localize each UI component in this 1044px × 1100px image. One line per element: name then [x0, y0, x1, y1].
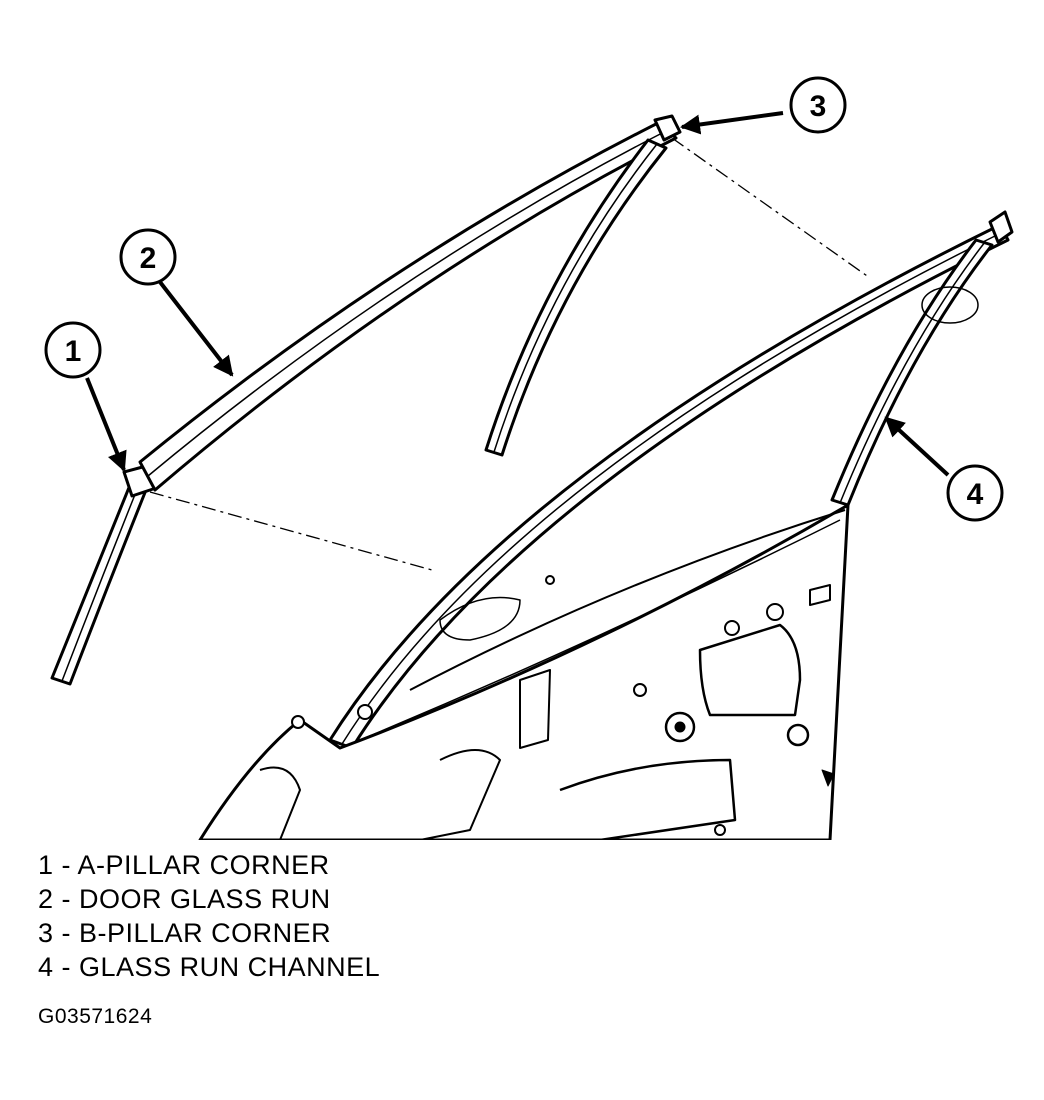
door-frame: [328, 210, 1014, 750]
legend-item-4: 4 - GLASS RUN CHANNEL: [38, 950, 380, 984]
legend-number: 2: [38, 884, 54, 914]
legend-label: GLASS RUN CHANNEL: [79, 952, 381, 982]
a-pillar-corner-part: [50, 463, 158, 686]
callout-4: 4: [946, 464, 1004, 522]
door-inner-panel: [198, 503, 850, 840]
callout-1-number: 1: [65, 335, 82, 368]
legend-label: B-PILLAR CORNER: [79, 918, 332, 948]
leader-arrow-3: [680, 111, 784, 135]
leader-arrows: [85, 111, 950, 477]
legend-number: 1: [38, 850, 54, 880]
parts-legend: 1 - A-PILLAR CORNER 2 - DOOR GLASS RUN 3…: [38, 848, 380, 984]
alignment-line-a: [149, 491, 433, 571]
leader-arrow-4: [884, 416, 950, 477]
leader-arrow-1: [85, 377, 127, 472]
door-glass-run-part: [138, 114, 682, 492]
callout-3: 3: [789, 76, 847, 134]
legend-label: DOOR GLASS RUN: [79, 884, 331, 914]
callout-2-number: 2: [140, 242, 157, 275]
legend-item-2: 2 - DOOR GLASS RUN: [38, 882, 380, 916]
callout-1: 1: [44, 321, 102, 379]
callout-4-circle: [946, 464, 1004, 522]
leader-arrow-2: [158, 280, 234, 377]
b-pillar-corner-part: [484, 138, 668, 457]
legend-number: 4: [38, 952, 54, 982]
callout-3-circle: [789, 76, 847, 134]
alignment-lines: [149, 137, 871, 571]
callout-3-number: 3: [810, 90, 827, 123]
legend-separator: -: [53, 952, 80, 982]
callout-2-circle: [119, 228, 177, 286]
legend-number: 3: [38, 918, 54, 948]
figure-id: G03571624: [38, 1005, 153, 1028]
door-glass-run-diagram: 1 2 3 4: [44, 76, 1014, 840]
legend-separator: -: [53, 850, 78, 880]
legend-item-1: 1 - A-PILLAR CORNER: [38, 848, 380, 882]
callout-4-number: 4: [967, 478, 984, 511]
legend-separator: -: [53, 884, 80, 914]
callout-2: 2: [119, 228, 177, 286]
legend-item-3: 3 - B-PILLAR CORNER: [38, 916, 380, 950]
alignment-line-b: [671, 137, 871, 279]
legend-label: A-PILLAR CORNER: [77, 850, 330, 880]
legend-separator: -: [53, 918, 80, 948]
callout-1-circle: [44, 321, 102, 379]
